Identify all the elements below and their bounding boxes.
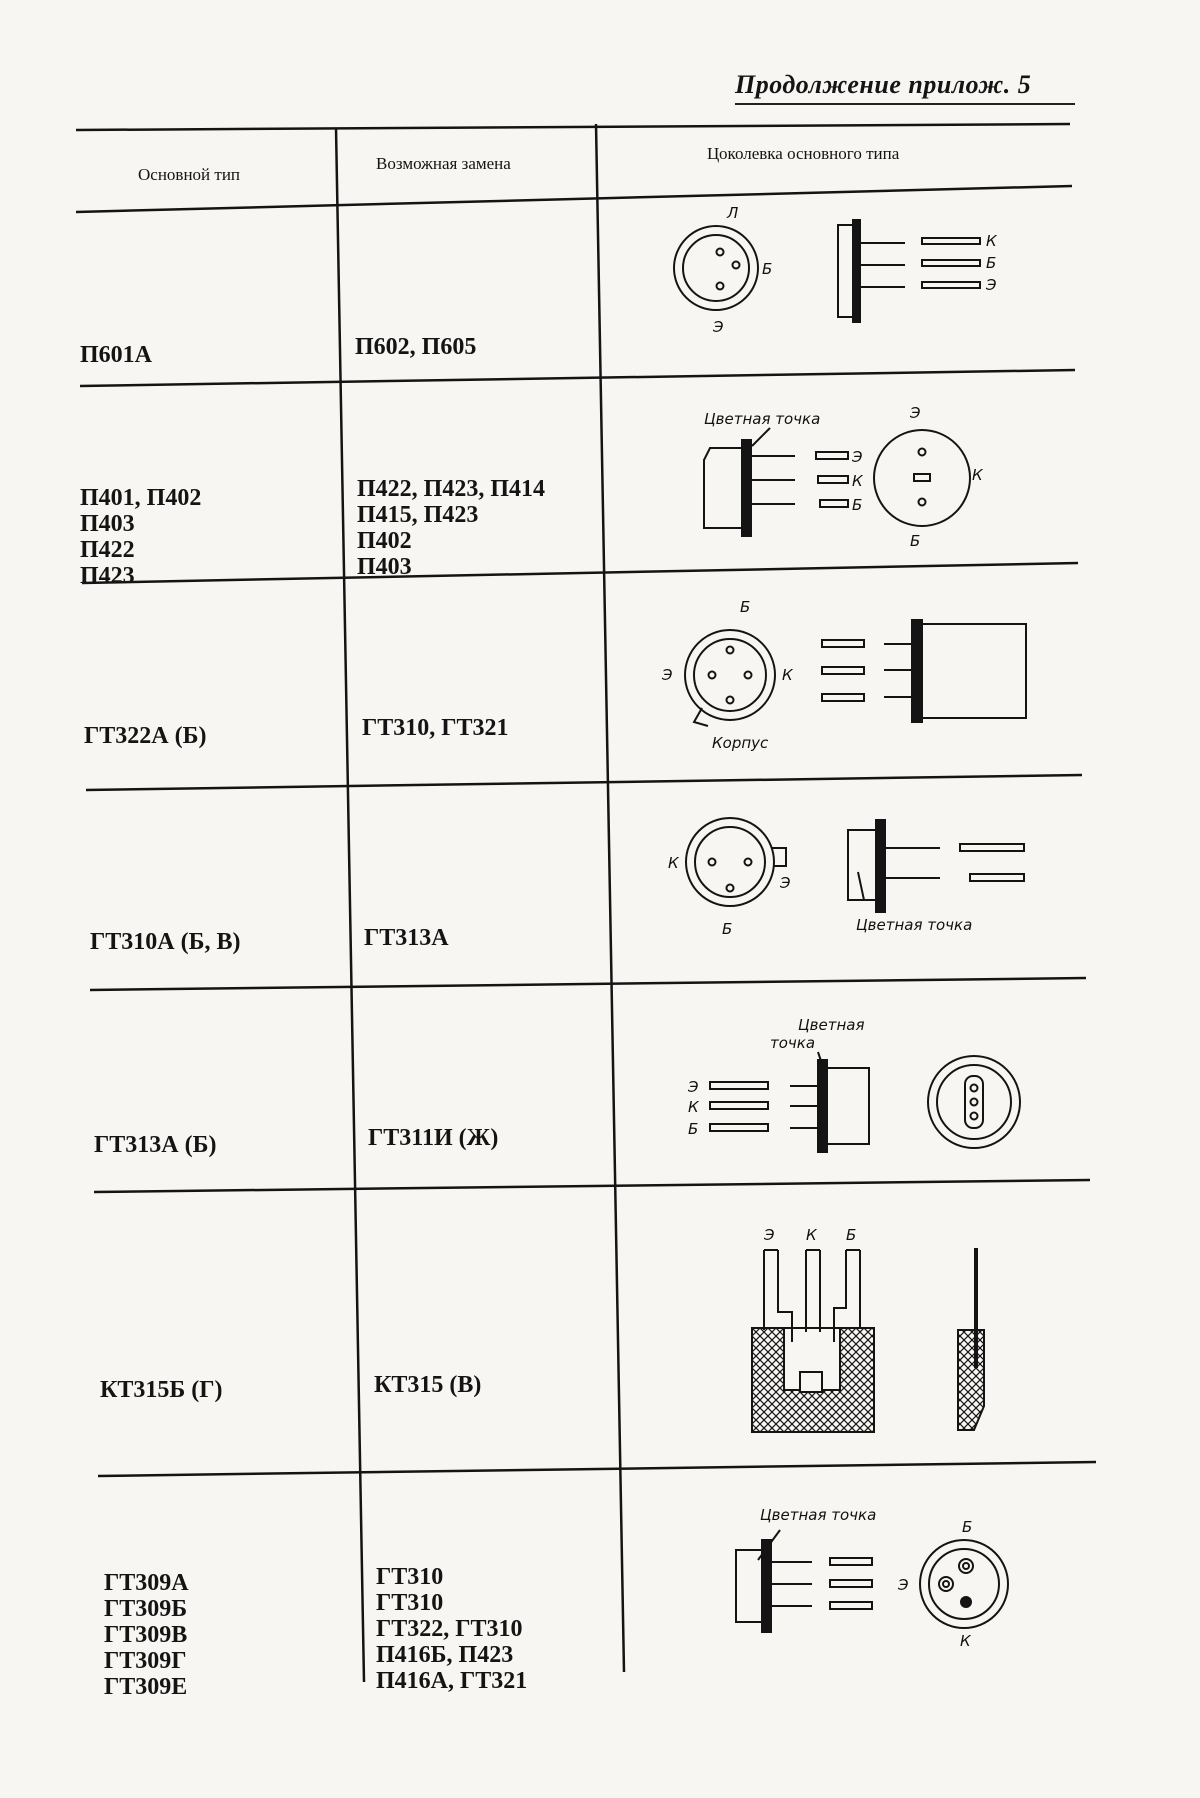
- rule-row5: [93, 1178, 1091, 1194]
- pin-label: Э: [661, 666, 673, 684]
- pin-label: Б: [910, 532, 920, 550]
- pin-label: Э: [779, 874, 791, 892]
- pin-label: Э: [763, 1226, 775, 1244]
- pinout-diagram-row7: [735, 1529, 1009, 1633]
- pinout-diagram-row4: [685, 817, 1025, 913]
- pin-label: Б: [722, 920, 732, 938]
- pin-label: К: [806, 1226, 818, 1244]
- color-dot-label: Цветная точка: [760, 1506, 876, 1524]
- rule-row1: [79, 368, 1076, 388]
- pinout-diagram-row6: [751, 1248, 985, 1433]
- pin-label: К: [782, 666, 794, 684]
- pin-label: К: [986, 232, 998, 250]
- replacement-cell: П602, П605: [355, 334, 477, 360]
- col-divider-2: [594, 123, 626, 1673]
- rule-row6: [97, 1460, 1097, 1478]
- rule-row4: [89, 976, 1087, 992]
- pinout-diagram-row2: [703, 427, 971, 537]
- pin-label: Б: [688, 1120, 698, 1138]
- main-type-cell: ГТ313А (Б): [94, 1132, 217, 1158]
- pin-label: Б: [846, 1226, 856, 1244]
- pin-label: Б: [962, 1518, 972, 1536]
- color-dot-label: Цветная точка: [856, 916, 972, 934]
- replacement-cell: КТ315 (В): [374, 1372, 482, 1398]
- main-type-cell: П601А: [80, 342, 152, 368]
- col-header-main-type: Основной тип: [138, 165, 241, 184]
- rule-row2: [81, 561, 1079, 585]
- pin-label: Б: [740, 598, 750, 616]
- pin-label: К: [852, 472, 864, 490]
- pinout-diagram-row1: [673, 219, 981, 323]
- pin-label: Э: [712, 318, 724, 336]
- pin-label: Б: [852, 496, 862, 514]
- replacement-cell: ГТ311И (Ж): [368, 1125, 499, 1151]
- rule-row3: [85, 773, 1083, 792]
- pin-label: Э: [897, 1576, 909, 1594]
- rule-top: [75, 122, 1071, 132]
- pin-label: Л: [726, 204, 738, 222]
- header-rule: [735, 103, 1075, 105]
- col-divider-1: [334, 127, 366, 1683]
- pin-label: К: [668, 854, 680, 872]
- pin-label: Э: [909, 404, 921, 422]
- pin-label: Б: [986, 254, 996, 272]
- main-type-cell: КТ315Б (Г): [100, 1377, 223, 1403]
- rule-header: [75, 184, 1073, 214]
- color-dot-label: Цветная: [798, 1016, 864, 1034]
- pinout-diagram-row5: [709, 1051, 1021, 1153]
- pin-label: Э: [985, 276, 997, 294]
- replacement-cell: ГТ310, ГТ321: [362, 715, 509, 741]
- col-header-replacement: Возможная замена: [376, 154, 511, 173]
- pin-label: Э: [687, 1078, 699, 1096]
- main-type-cell: ГТ310А (Б, В): [90, 929, 241, 955]
- pin-label: К: [688, 1098, 700, 1116]
- pin-label: Э: [851, 448, 863, 466]
- replacement-cell: ГТ313А: [364, 925, 449, 951]
- col-header-pinout: Цоколевка основного типа: [707, 144, 900, 163]
- continuation-note: Продолжение прилож. 5: [735, 70, 1032, 99]
- color-dot-label: Цветная точка: [704, 410, 820, 428]
- color-dot-label: точка: [770, 1034, 815, 1052]
- pin-label: К: [972, 466, 984, 484]
- pinout-diagram-row3: [684, 619, 1027, 727]
- pin-label: Б: [762, 260, 772, 278]
- main-type-cell: ГТ322А (Б): [84, 723, 207, 749]
- case-label: Корпус: [712, 734, 769, 752]
- pin-label: К: [960, 1632, 972, 1650]
